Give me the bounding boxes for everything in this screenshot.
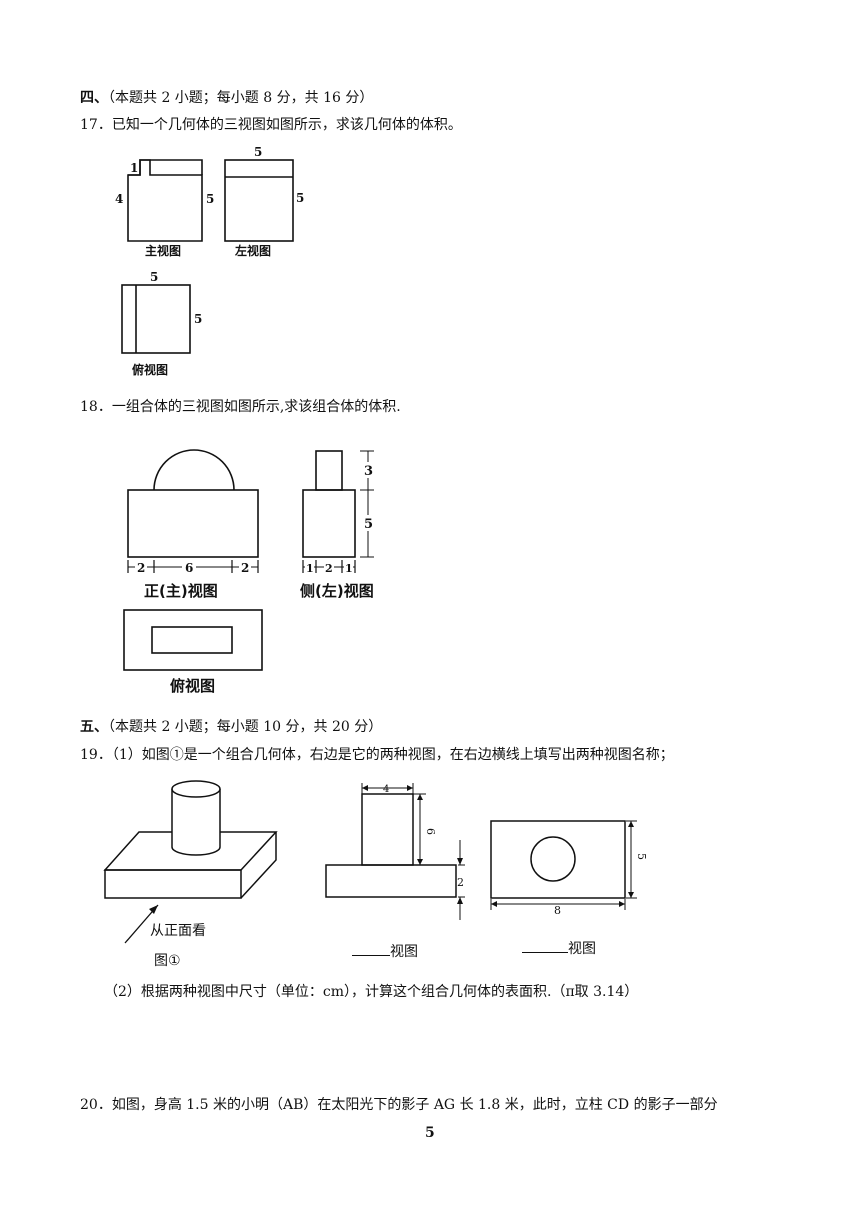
q17-left-outline (224, 159, 294, 242)
q18-front-body (127, 489, 259, 558)
q18-side-dim-bottom-1: 1 (306, 562, 314, 575)
q18-side-caption: 侧(左)视图 (300, 582, 374, 600)
q19-view2-blank[interactable] (522, 939, 568, 953)
q19-view1-dim-right-lower: 2 (457, 876, 464, 889)
section5-heading-prefix: 五、 (80, 719, 108, 735)
q18-side-dim-right-1: 3 (364, 464, 373, 479)
q19-fig1-label: 图① (154, 953, 181, 969)
q19-view2-circle (530, 836, 576, 882)
q18-side-dim-right-2: 5 (364, 517, 373, 532)
q18-side-upper (315, 450, 343, 491)
q17-front-caption: 主视图 (145, 243, 181, 258)
q17-left-dim-top: 5 (254, 145, 262, 159)
q19-fig1-arrow-label: 从正面看 (150, 923, 206, 939)
q17-top-dim-right: 5 (194, 312, 202, 326)
q17-front-dim-notch: 1 (130, 161, 138, 175)
q19-view2-name: 视图 (522, 938, 596, 958)
q18-top-inner (151, 626, 233, 654)
q18-side-dim-bottom-2: 2 (325, 562, 333, 575)
q18-side-lower (302, 489, 356, 558)
q19-part1-text: 19．（1）如图①是一个组合几何体，右边是它的两种视图，在右边横线上填写出两种视… (80, 747, 674, 763)
q19-view2-dim-right: 5 (635, 853, 648, 860)
q18-front-dim-3: 2 (241, 561, 249, 575)
q19-view1-suffix: 视图 (390, 944, 418, 960)
q18-front-dome (153, 449, 235, 491)
q19-figure1: 从正面看 图① (103, 780, 278, 969)
q20-text: 20．如图，身高 1.5 米的小明（AB）在太阳光下的影子 AG 长 1.8 米… (80, 1097, 718, 1113)
section4-heading-prefix: 四、 (80, 90, 108, 106)
q18-front-caption: 正(主)视图 (144, 582, 218, 600)
section5-heading-note: （本题共 2 小题；每小题 10 分，共 20 分） (108, 719, 383, 735)
q19-view1-dim-top: 4 (383, 784, 389, 795)
q19-view2-dim-bottom: 8 (554, 904, 561, 917)
q19-view1-base (325, 864, 457, 898)
q18-side-view: 3 5 1 2 1 侧(左)视图 (300, 450, 376, 600)
section4-heading-note: （本题共 2 小题；每小题 8 分，共 16 分） (108, 90, 374, 106)
q17-left-dim-right: 5 (296, 191, 304, 205)
q19-view2-suffix: 视图 (568, 941, 596, 957)
q18-front-dim-1: 2 (137, 561, 145, 575)
q19-view1: 4 6 2 (325, 783, 465, 920)
q17-front-dim-right: 5 (206, 192, 214, 206)
q18-top-outer (123, 609, 263, 671)
q17-left-view: 5 5 左视图 (224, 145, 304, 258)
q18-text: 18．一组合体的三视图如图所示,求该组合体的体积. (80, 399, 401, 415)
section4-heading: 四、（本题共 2 小题；每小题 8 分，共 16 分） (80, 87, 373, 107)
q17-top-caption: 俯视图 (132, 362, 168, 377)
q19-view1-blank[interactable] (352, 942, 390, 956)
q18-front-view: 2 6 2 正(主)视图 (127, 449, 259, 600)
q19-view1-name: 视图 (352, 941, 418, 961)
q18-top-view: 俯视图 (123, 609, 263, 695)
q17-text: 17．已知一个几何体的三视图如图所示，求该几何体的体积。 (80, 117, 462, 133)
q18-front-dim-2: 6 (185, 561, 193, 575)
q17-front-dim-left: 4 (115, 192, 123, 206)
page-number: 5 (425, 1125, 435, 1141)
q17-front-view: 1 4 5 主视图 (115, 159, 214, 258)
q17-top-dim-top: 5 (150, 270, 158, 284)
q17-left-caption: 左视图 (234, 243, 271, 258)
q17-top-view: 5 5 俯视图 (121, 270, 202, 377)
q19-view1-upper (361, 793, 414, 866)
q18-side-dim-bottom-3: 1 (345, 562, 353, 575)
q19-fig1-base-front (104, 869, 242, 899)
q19-view2-outline (490, 820, 626, 899)
q17-front-outline (127, 159, 203, 242)
q19-view2: 5 8 (490, 820, 648, 917)
q18-top-caption: 俯视图 (170, 677, 215, 695)
section5-heading: 五、（本题共 2 小题；每小题 10 分，共 20 分） (80, 716, 382, 736)
q19-fig1-cylinder (171, 789, 221, 856)
q17-top-outline (121, 284, 191, 354)
q19-view1-dim-right-upper: 6 (424, 828, 437, 835)
q19-part2-text: （2）根据两种视图中尺寸（单位：cm），计算这个组合几何体的表面积.（π取 3.… (104, 984, 639, 1000)
